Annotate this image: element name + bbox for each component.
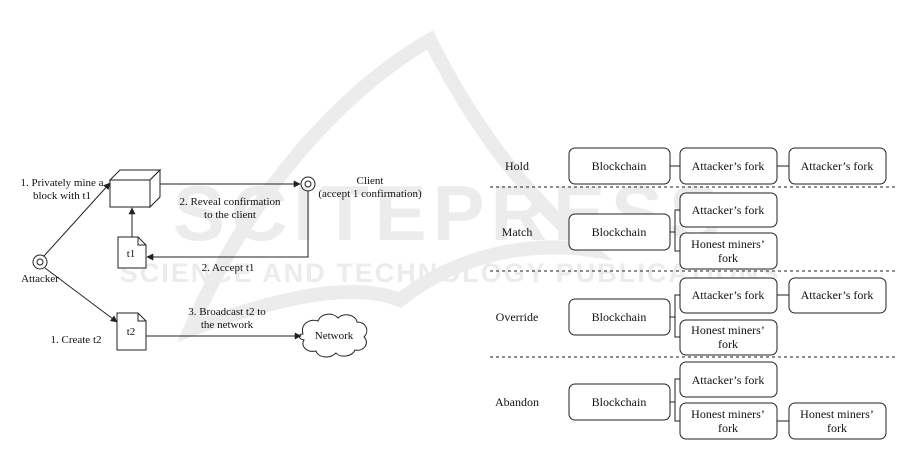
broadcast-label-line1: 3. Broadcast t2 to	[188, 306, 266, 318]
step1-label-line2: block with t1	[33, 190, 91, 202]
attacker-node-outer	[32, 254, 48, 270]
hold-blockchain-label: Blockchain	[592, 159, 647, 173]
t1-label: t1	[127, 248, 136, 260]
step1-label-line1: 1. Privately mine a	[20, 177, 103, 189]
match-attacker-fork-label: Attacker’s fork	[692, 203, 765, 217]
left-diagram	[32, 168, 368, 358]
hold-attacker-fork-label-2: Attacker’s fork	[801, 159, 874, 173]
network-cloud	[298, 313, 368, 358]
attacker-node-inner	[36, 258, 44, 266]
step2-label-line2: to the client	[204, 209, 256, 221]
client-label-line2: (accept 1 confirmation)	[318, 188, 422, 200]
right-diagram-labels: Hold Match Override Abandon Blockchain A…	[495, 159, 874, 435]
hold-attacker-fork-label-1: Attacker’s fork	[692, 159, 765, 173]
match-blockchain-label: Blockchain	[592, 225, 647, 239]
create-label: 1. Create t2	[50, 334, 101, 346]
row-label-abandon: Abandon	[495, 395, 539, 409]
right-diagram	[490, 147, 898, 440]
watermark-subtitle: SCIENCE AND TECHNOLOGY PUBLICATIONS	[120, 258, 781, 288]
client-node-inner	[304, 180, 312, 188]
override-attacker-fork-label-2: Attacker’s fork	[801, 288, 874, 302]
block-cube	[108, 168, 162, 209]
override-blockchain-label: Blockchain	[592, 310, 647, 324]
override-honest-fork-label-line2: fork	[718, 337, 738, 351]
arrow-client-to-t1	[146, 191, 309, 261]
abandon-honest-fork-label-2-line1: Honest miners’	[800, 407, 874, 421]
t2-label: t2	[127, 326, 136, 338]
client-label-line1: Client	[357, 175, 384, 187]
row-label-override: Override	[496, 310, 539, 324]
attacker-label: Attacker	[21, 273, 59, 285]
abandon-blockchain-label: Blockchain	[592, 395, 647, 409]
arrow-attacker-to-t2	[44, 267, 118, 323]
match-honest-fork-label-line1: Honest miners’	[691, 237, 765, 251]
match-honest-fork-label-line2: fork	[718, 251, 738, 265]
abandon-attacker-fork-label: Attacker’s fork	[692, 373, 765, 387]
watermark-book-shape	[176, 30, 613, 343]
broadcast-label-line2: the network	[201, 319, 254, 331]
left-diagram-labels: Attacker 1. Privately mine a block with …	[20, 175, 421, 346]
arrow-attacker-to-block	[43, 182, 111, 257]
step2-label-line1: 2. Reveal confirmation	[179, 196, 281, 208]
abandon-honest-fork-label-1-line1: Honest miners’	[691, 407, 765, 421]
abandon-honest-fork-label-2-line2: fork	[827, 421, 847, 435]
network-label: Network	[315, 330, 354, 342]
override-attacker-fork-label-1: Attacker’s fork	[692, 288, 765, 302]
row-label-match: Match	[502, 225, 533, 239]
override-honest-fork-label-line1: Honest miners’	[691, 323, 765, 337]
abandon-honest-fork-label-1-line2: fork	[718, 421, 738, 435]
accept-label: 2. Accept t1	[202, 262, 255, 274]
row-label-hold: Hold	[505, 159, 529, 173]
